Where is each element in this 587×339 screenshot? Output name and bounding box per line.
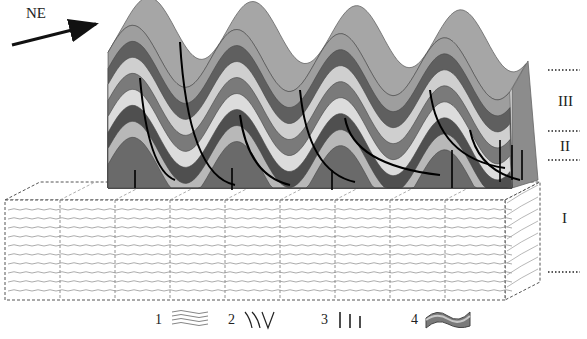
level-label: III	[558, 94, 573, 109]
stratum	[108, 137, 512, 188]
legend-number: 4	[411, 313, 418, 327]
fracture-line	[451, 150, 453, 188]
legend-sample-1	[172, 323, 208, 326]
fault-line	[240, 115, 290, 185]
fracture-line	[331, 170, 333, 190]
grid-line	[225, 200, 226, 300]
schist-line	[507, 257, 538, 275]
direction-arrow	[12, 24, 96, 45]
schist-line	[8, 290, 512, 291]
basement-block	[5, 182, 540, 300]
schist-line	[8, 272, 512, 273]
grid-line	[60, 182, 95, 200]
schist-line	[8, 254, 512, 255]
fault-line	[140, 78, 175, 180]
stratum	[108, 41, 512, 188]
legend-sample-4	[426, 312, 470, 328]
schist-line	[507, 245, 538, 263]
grid-line	[280, 200, 281, 300]
legend-samples	[172, 311, 470, 329]
legend-number: 1	[155, 313, 162, 327]
schist-line	[507, 197, 538, 215]
schist-line	[507, 221, 538, 239]
grid-line	[115, 200, 116, 300]
fracture-line	[134, 170, 136, 188]
schist-line	[507, 233, 538, 251]
grid-line	[170, 200, 171, 300]
schist-line	[8, 218, 512, 219]
schist-line	[8, 263, 512, 264]
legend-number: 2	[228, 313, 235, 327]
stratum	[108, 57, 512, 188]
folded-strata	[108, 0, 538, 188]
legend-sample-1	[172, 311, 208, 314]
legend-sample-2	[245, 312, 274, 328]
fault-line	[470, 130, 520, 180]
schist-line	[8, 227, 512, 228]
schist-line	[507, 269, 538, 287]
fault-lines	[135, 42, 522, 190]
level-label: II	[560, 139, 570, 154]
legend-sample-4-band	[426, 316, 470, 322]
schist-line	[8, 245, 512, 246]
block-front	[5, 200, 505, 300]
fault-line	[180, 42, 235, 185]
stratum	[108, 25, 512, 188]
fracture-line	[521, 150, 523, 180]
schist-line	[507, 209, 538, 227]
grid-line	[445, 200, 446, 300]
schist-line	[8, 236, 512, 237]
fault-line	[300, 90, 355, 182]
fracture-line	[499, 140, 501, 182]
legend-sample-3	[340, 312, 360, 328]
fracture-line	[511, 145, 513, 180]
fault-line	[430, 90, 505, 168]
block-side	[505, 182, 540, 300]
stratum	[108, 89, 512, 188]
grid-line	[335, 200, 336, 300]
stratum	[108, 121, 512, 188]
legend-number: 3	[321, 313, 328, 327]
direction-label: NE	[26, 6, 46, 21]
side-face	[512, 61, 538, 188]
schist-line	[8, 281, 512, 282]
grid-line	[60, 200, 61, 300]
grid-line	[390, 200, 391, 300]
schist-line	[8, 209, 512, 210]
level-label: I	[562, 211, 567, 226]
legend-sample-1	[172, 319, 208, 322]
stratum	[108, 73, 512, 188]
fracture-line	[231, 168, 233, 190]
legend-sample-1	[172, 315, 208, 318]
level-ticks	[548, 70, 580, 272]
fault-line	[345, 118, 440, 175]
